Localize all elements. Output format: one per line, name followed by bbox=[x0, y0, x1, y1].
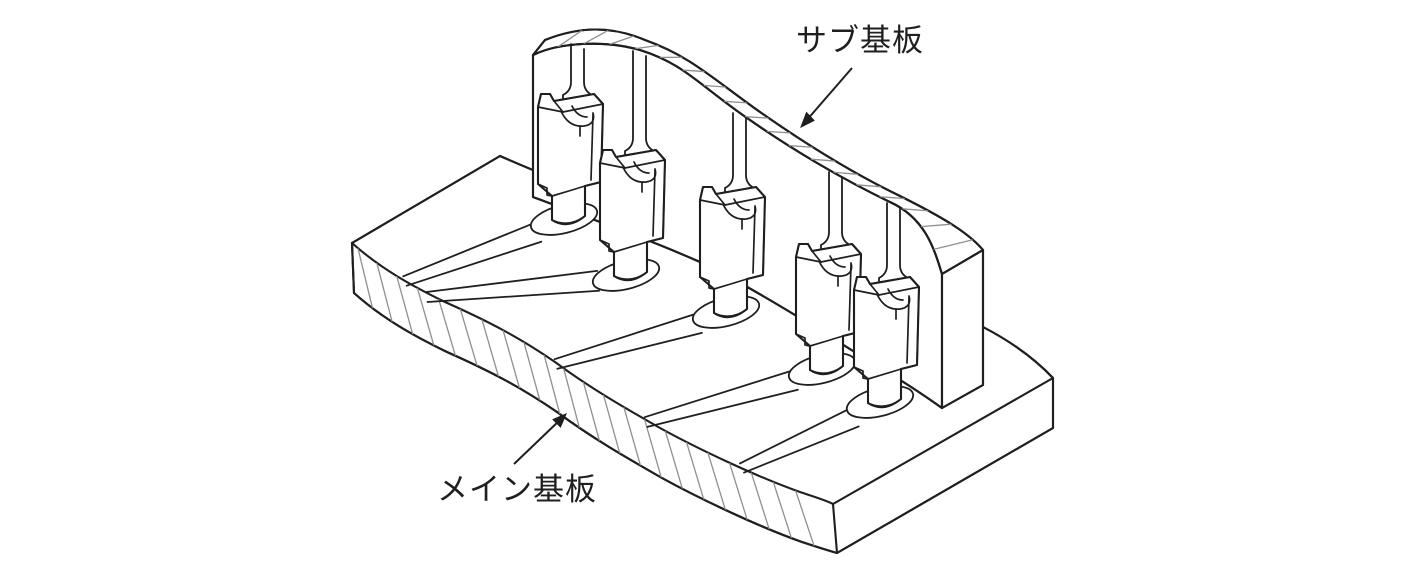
hatch-line bbox=[438, 298, 457, 356]
hatch-line bbox=[855, 184, 882, 188]
hatch-line bbox=[728, 462, 748, 521]
hatch-line bbox=[481, 319, 500, 377]
board-trace bbox=[553, 312, 703, 370]
hatch-line bbox=[682, 69, 705, 73]
hatch-line bbox=[664, 430, 684, 490]
hatch-line bbox=[357, 248, 374, 309]
board-trace bbox=[425, 269, 600, 303]
hatch-line bbox=[582, 381, 601, 442]
main-board-traces bbox=[402, 222, 860, 474]
hatch-line bbox=[745, 116, 769, 119]
sub-board-arrow-icon bbox=[800, 67, 853, 129]
hatch-line bbox=[563, 368, 581, 429]
board-trace bbox=[643, 369, 799, 428]
terminal bbox=[529, 92, 605, 236]
hatch-line bbox=[609, 35, 635, 46]
hatch-line bbox=[376, 262, 393, 323]
hatch-line bbox=[707, 452, 727, 511]
hatch-line bbox=[416, 287, 435, 346]
terminal-detail-lines bbox=[599, 149, 666, 281]
sub-board-section-hatch bbox=[557, 29, 974, 250]
hatch-line bbox=[502, 329, 521, 389]
terminal-detail-lines bbox=[699, 186, 766, 318]
hatch-line bbox=[772, 481, 793, 539]
hatch-line bbox=[623, 406, 642, 466]
hatch-line bbox=[933, 239, 974, 250]
hatch-line bbox=[543, 354, 561, 415]
hatch-line bbox=[750, 472, 770, 530]
terminal bbox=[845, 275, 921, 419]
hatch-line bbox=[788, 144, 813, 148]
sub-board-label: サブ基板 bbox=[796, 23, 924, 59]
hatch-line bbox=[635, 44, 659, 50]
hatch-line bbox=[724, 100, 748, 104]
hatch-line bbox=[396, 275, 414, 335]
hatch-line bbox=[643, 418, 662, 478]
terminal bbox=[787, 242, 863, 386]
hatch-line bbox=[766, 130, 791, 134]
terminal bbox=[691, 185, 767, 329]
hatch-line bbox=[557, 29, 583, 48]
sub-board-end-face bbox=[940, 248, 985, 410]
board-trace bbox=[739, 407, 860, 474]
main-board bbox=[350, 154, 1055, 555]
hatch-line bbox=[794, 490, 815, 547]
hatch-line bbox=[523, 341, 541, 401]
hatch-line bbox=[602, 394, 621, 454]
terminal-detail-lines bbox=[537, 93, 604, 225]
hatch-line bbox=[879, 196, 906, 200]
terminal bbox=[591, 148, 667, 292]
annotations: サブ基板 メイン基板 bbox=[437, 23, 924, 508]
hatch-line bbox=[833, 171, 859, 175]
hatch-line bbox=[920, 223, 952, 228]
hatch-line bbox=[703, 84, 727, 88]
hatch-line bbox=[902, 208, 929, 212]
terminals bbox=[529, 92, 921, 419]
terminal-detail-lines bbox=[795, 243, 862, 375]
main-board-section-hatch bbox=[357, 248, 815, 547]
hatch-line bbox=[459, 308, 478, 367]
board-trace bbox=[402, 222, 543, 287]
main-board-label: メイン基板 bbox=[437, 472, 597, 508]
hatch-line bbox=[583, 29, 609, 45]
hatch-line bbox=[685, 441, 705, 500]
hatch-line bbox=[810, 158, 836, 162]
terminal-detail-lines bbox=[853, 276, 920, 408]
main-board-arrow-icon bbox=[513, 413, 567, 465]
